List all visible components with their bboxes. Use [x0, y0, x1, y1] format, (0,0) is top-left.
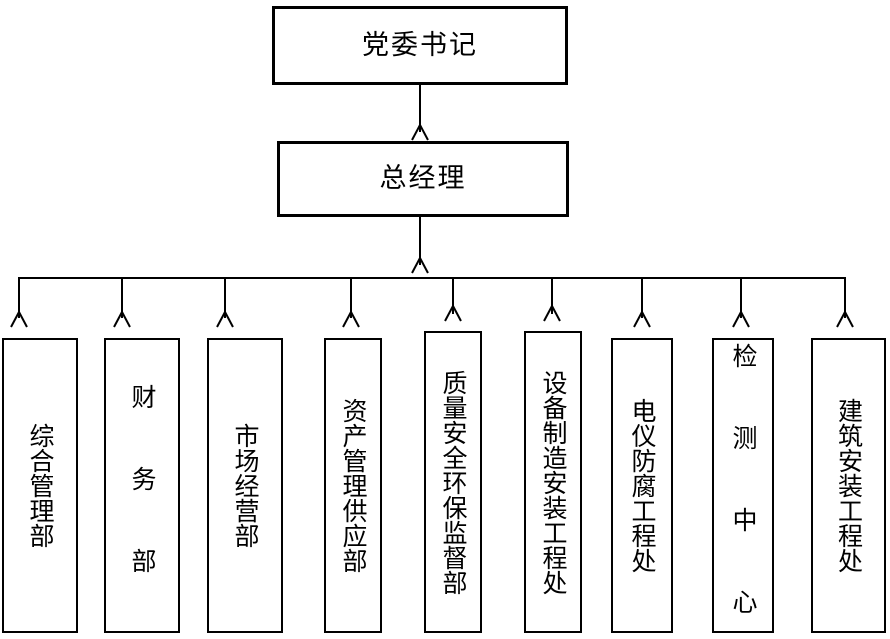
- node-dept-1-label: 综合管理部: [26, 423, 55, 548]
- node-dept-3-label: 市场经营部: [231, 423, 260, 548]
- connector-drop-6: [551, 278, 553, 314]
- node-party-secretary[interactable]: 党委书记: [272, 6, 568, 85]
- connector-drop-2: [121, 278, 123, 318]
- node-dept-8[interactable]: 检 测 中 心: [712, 338, 774, 633]
- node-dept-6-label: 设备制造安装工程处: [539, 369, 568, 595]
- node-dept-4[interactable]: 资产管理供应部: [324, 338, 382, 633]
- connector-drop-4: [350, 278, 352, 318]
- node-dept-5-label: 质量安全环保监督部: [439, 369, 468, 595]
- node-dept-4-label: 资产管理供应部: [339, 398, 368, 573]
- node-dept-3[interactable]: 市场经营部: [207, 338, 283, 633]
- connector-drop-3: [224, 278, 226, 318]
- node-dept-7[interactable]: 电仪防腐工程处: [611, 338, 673, 633]
- connector-distribution-bus: [18, 277, 846, 279]
- node-dept-2[interactable]: 财 务 部: [104, 338, 180, 633]
- node-dept-9[interactable]: 建筑安装工程处: [811, 338, 886, 633]
- connector-drop-5: [452, 278, 454, 314]
- node-general-manager[interactable]: 总经理: [277, 141, 569, 217]
- node-party-secretary-label: 党委书记: [362, 29, 478, 61]
- node-dept-9-label: 建筑安装工程处: [834, 398, 864, 573]
- connector-manager-to-bus-line: [419, 217, 421, 265]
- node-dept-7-label: 电仪防腐工程处: [628, 398, 657, 573]
- connector-drop-8: [740, 278, 742, 318]
- connector-drop-7: [641, 278, 643, 318]
- node-dept-5[interactable]: 质量安全环保监督部: [424, 331, 482, 633]
- node-dept-8-label: 检 测 中 心: [729, 343, 758, 628]
- connector-drop-1: [18, 278, 20, 318]
- connector-secretary-to-manager-line: [419, 85, 421, 132]
- node-general-manager-label: 总经理: [379, 163, 467, 195]
- connector-drop-9: [844, 278, 846, 318]
- node-dept-2-label: 财 务 部: [128, 384, 157, 587]
- node-dept-6[interactable]: 设备制造安装工程处: [524, 331, 582, 633]
- node-dept-1[interactable]: 综合管理部: [2, 338, 78, 633]
